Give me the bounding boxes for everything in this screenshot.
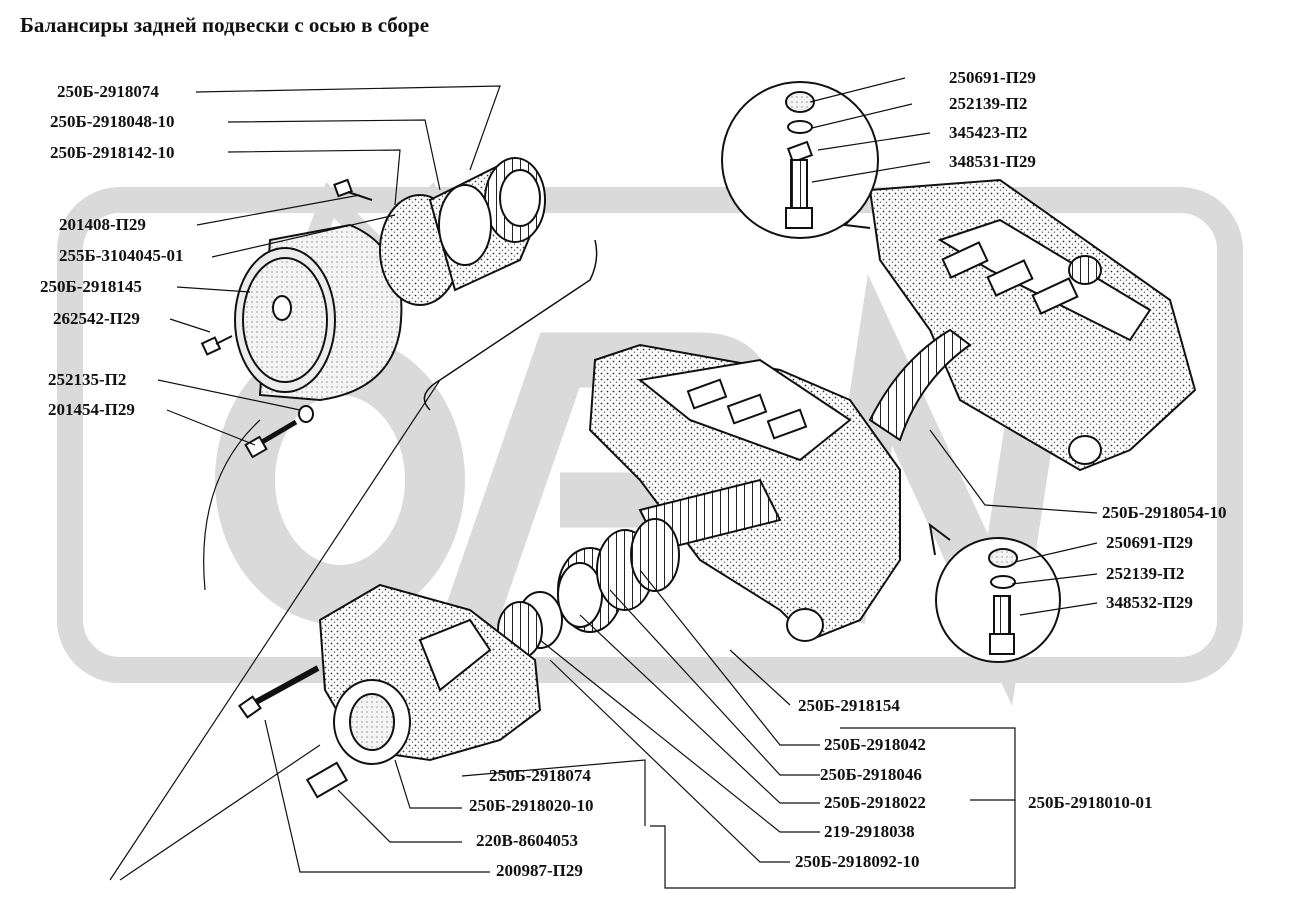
label-part-250b-2918022: 250Б-2918022 bbox=[824, 793, 926, 812]
label-part-252139-p2-top: 252139-П2 bbox=[949, 94, 1028, 113]
label-part-250b-2918048-10: 250Б-2918048-10 bbox=[50, 112, 175, 131]
label-part-250b-2918020-10: 250Б-2918020-10 bbox=[469, 796, 594, 815]
page-title: Балансиры задней подвески с осью в сборе bbox=[20, 13, 430, 37]
label-part-250b-2918074-bottom: 250Б-2918074 bbox=[489, 766, 591, 785]
label-part-348531-p29: 348531-П29 bbox=[949, 152, 1036, 171]
label-part-345423-p2: 345423-П2 bbox=[949, 123, 1028, 142]
label-part-262542-p29: 262542-П29 bbox=[53, 309, 140, 328]
label-part-250691-p29-bottom: 250691-П29 bbox=[1106, 533, 1193, 552]
label-part-250b-2918054-10: 250Б-2918054-10 bbox=[1102, 503, 1227, 522]
label-part-250b-2918145: 250Б-2918145 bbox=[40, 277, 142, 296]
label-part-250b-2918142-10: 250Б-2918142-10 bbox=[50, 143, 175, 162]
detail-circle-bottom bbox=[928, 522, 1061, 663]
lower-bracket bbox=[238, 583, 542, 799]
label-part-348532-p29: 348532-П29 bbox=[1106, 593, 1193, 612]
leader-lines bbox=[109, 77, 1098, 889]
label-part-219-2918038: 219-2918038 bbox=[824, 822, 915, 841]
label-part-250b-2918046: 250Б-2918046 bbox=[820, 765, 922, 784]
label-part-252139-p2-bottom: 252139-П2 bbox=[1106, 564, 1185, 583]
center-balancer bbox=[588, 343, 901, 642]
label-part-255b-3104045-01: 255Б-3104045-01 bbox=[59, 246, 184, 265]
label-part-250b-2918092-10: 250Б-2918092-10 bbox=[795, 852, 920, 871]
label-part-200987-p29: 200987-П29 bbox=[496, 861, 583, 880]
right-balancer bbox=[868, 178, 1197, 472]
label-part-201408-p29: 201408-П29 bbox=[59, 215, 146, 234]
label-part-250b-2918010-01: 250Б-2918010-01 bbox=[1028, 793, 1153, 812]
detail-circle-top bbox=[721, 81, 879, 239]
label-part-250691-p29-top: 250691-П29 bbox=[949, 68, 1036, 87]
label-part-201454-p29: 201454-П29 bbox=[48, 400, 135, 419]
hub-drum-assembly bbox=[200, 157, 598, 459]
label-part-250b-2918042: 250Б-2918042 bbox=[824, 735, 926, 754]
label-part-220v-8604053: 220В-8604053 bbox=[476, 831, 578, 850]
label-part-250b-2918154: 250Б-2918154 bbox=[798, 696, 900, 715]
label-part-250b-2918074-top: 250Б-2918074 bbox=[57, 82, 159, 101]
label-part-252135-p2: 252135-П2 bbox=[48, 370, 127, 389]
